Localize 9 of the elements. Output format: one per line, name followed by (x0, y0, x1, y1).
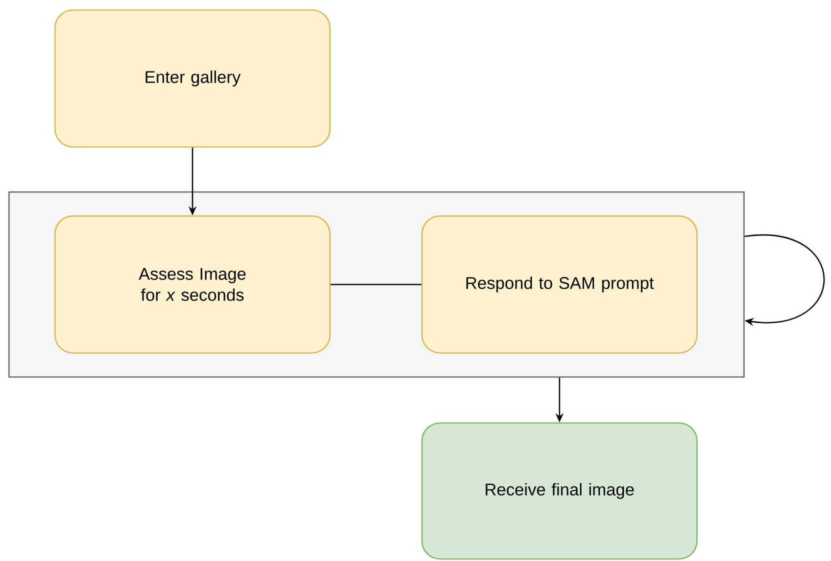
node-text: Respond to SAM prompt (466, 276, 654, 292)
node-text: Assess Image for x seconds (138, 268, 246, 301)
process-box (421, 215, 698, 354)
node-text: Receive final image (486, 483, 634, 499)
process-box (54, 215, 331, 354)
arrow (744, 234, 825, 326)
process-box (421, 422, 698, 560)
node-text: Enter gallery (146, 70, 241, 86)
process-box (54, 9, 331, 148)
